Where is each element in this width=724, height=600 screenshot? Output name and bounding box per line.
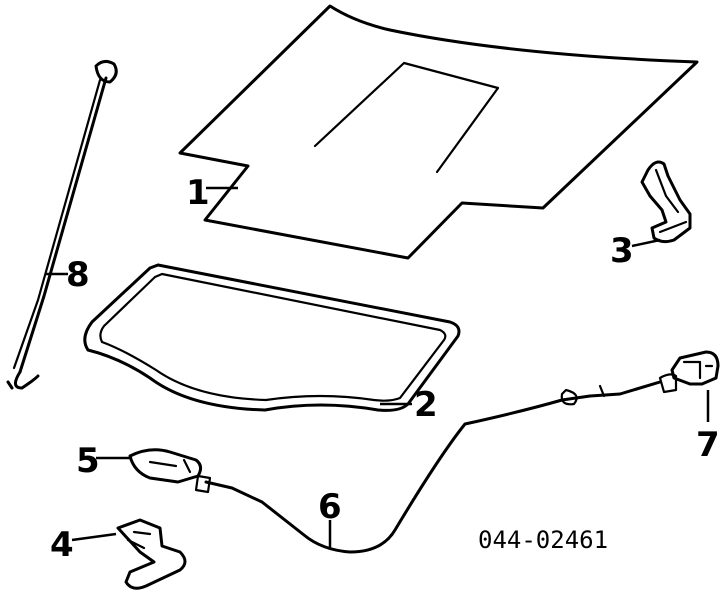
leader-3 — [631, 238, 661, 248]
callout-1: 1 — [186, 173, 210, 213]
leader-lines — [46, 186, 710, 548]
release-handle — [116, 518, 187, 590]
callout-4: 4 — [50, 525, 74, 565]
leader-4 — [71, 532, 117, 542]
release-cable — [194, 380, 662, 554]
callout-6: 6 — [318, 487, 342, 527]
callout-2: 2 — [414, 385, 438, 425]
hood-seal — [83, 263, 461, 412]
hood-hinge — [640, 160, 692, 244]
release-lever-bracket — [128, 448, 203, 484]
callout-3: 3 — [610, 231, 634, 271]
hood-support-rod — [6, 59, 118, 390]
part-number: 044-02461 — [478, 526, 608, 554]
callout-7: 7 — [696, 425, 720, 465]
hood-latch — [658, 350, 720, 394]
callout-5: 5 — [76, 441, 100, 481]
hood-panel — [178, 4, 699, 260]
callout-8: 8 — [66, 255, 90, 295]
